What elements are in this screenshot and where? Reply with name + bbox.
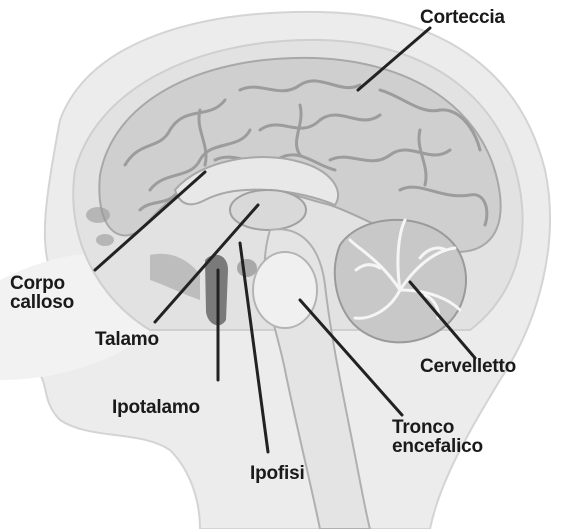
label-corpo-calloso-line2: calloso [10, 293, 74, 312]
label-tronco-line1: Tronco [392, 418, 483, 437]
label-corpo-calloso-line1: Corpo [10, 274, 74, 293]
label-tronco-encefalico: Tronco encefalico [392, 418, 483, 456]
pons [253, 252, 317, 328]
label-tronco-line2: encefalico [392, 437, 483, 456]
label-ipofisi: Ipofisi [250, 464, 305, 483]
orbit-shape-lower [96, 234, 114, 246]
orbit-shape [86, 207, 110, 223]
label-cervelletto: Cervelletto [420, 357, 516, 376]
label-corpo-calloso: Corpo calloso [10, 274, 74, 312]
label-ipotalamo: Ipotalamo [112, 398, 200, 417]
pituitary [237, 259, 257, 277]
label-corteccia: Corteccia [420, 8, 505, 27]
label-talamo: Talamo [95, 330, 159, 349]
